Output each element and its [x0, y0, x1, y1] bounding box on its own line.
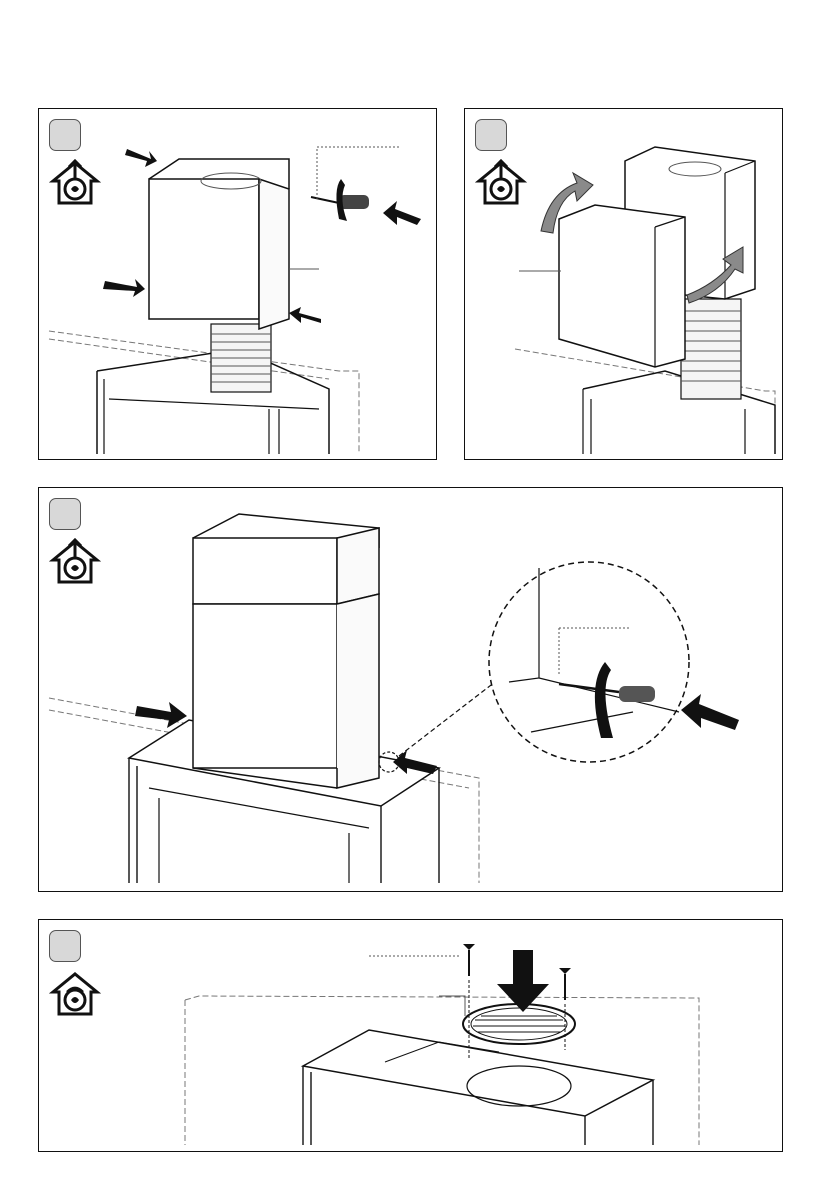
- screw-icon: [463, 944, 475, 976]
- chimney-front-half: [559, 205, 685, 367]
- arrow-black: [103, 279, 145, 297]
- hood-illustration-1: [39, 109, 437, 460]
- chimney-assembled: [193, 514, 379, 788]
- hood-illustration-2: [465, 109, 783, 460]
- arrow-black: [125, 149, 157, 167]
- chimney-section: [149, 159, 289, 329]
- panel-step-3: [38, 487, 783, 892]
- hood-illustration-4: [39, 920, 783, 1152]
- detail-magnifier: [379, 562, 739, 772]
- hood-illustration-3: [39, 488, 783, 892]
- screw-icon: [559, 968, 571, 1000]
- panel-step-2: [464, 108, 783, 460]
- panel-step-1: [38, 108, 437, 460]
- arrow-black: [497, 950, 549, 1012]
- panel-step-4: [38, 919, 783, 1152]
- arrow-black: [383, 201, 421, 225]
- arrow-black: [289, 307, 321, 323]
- flexible-duct: [211, 324, 271, 392]
- arrow-black: [681, 694, 739, 730]
- arrow-black: [135, 702, 187, 728]
- flexible-duct: [681, 299, 741, 399]
- recirculation-grille: [463, 1004, 575, 1044]
